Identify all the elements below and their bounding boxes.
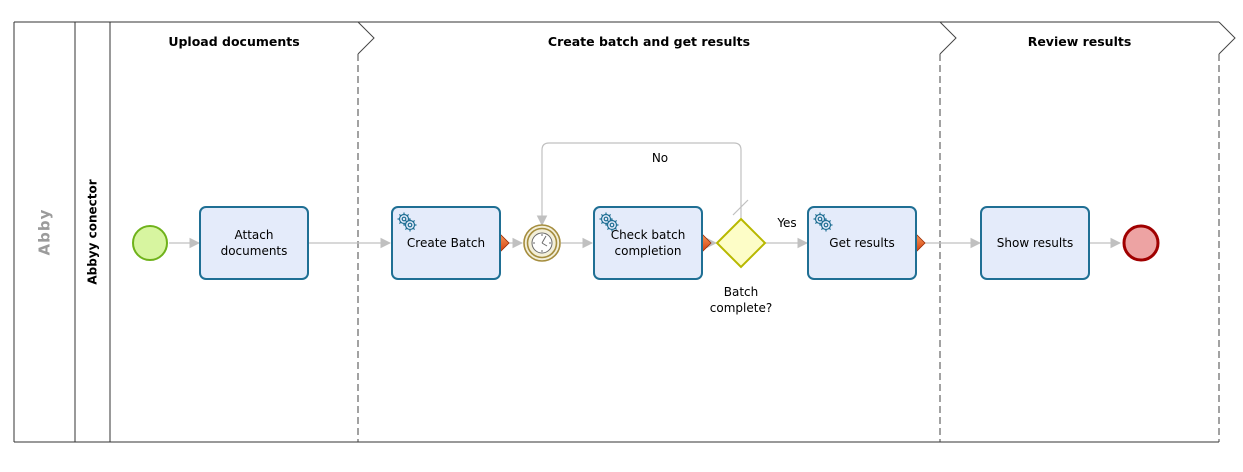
task-get-results[interactable]: Get results <box>807 206 917 280</box>
pool-label: Abby <box>14 22 74 442</box>
task-show-results[interactable]: Show results <box>980 206 1090 280</box>
phase-title-review: Review results <box>1027 34 1132 49</box>
lane-label: Abbyy conector <box>75 22 110 442</box>
task-label: Show results <box>996 236 1074 250</box>
end-event[interactable] <box>1122 224 1160 262</box>
timer-event[interactable] <box>523 224 561 262</box>
phase-separator-3 <box>1218 21 1236 442</box>
default-flow-slash <box>732 199 749 216</box>
phase-title-upload: Upload documents <box>168 34 300 49</box>
pool-frame <box>13 21 1219 443</box>
start-event[interactable] <box>132 225 168 261</box>
task-check-batch-completion[interactable]: Check batch completion <box>593 206 703 280</box>
service-gear-icon <box>397 212 417 232</box>
task-label: Check batch completion <box>610 228 686 258</box>
phase-separator-2 <box>939 21 957 442</box>
gateway-label: Batch complete? <box>709 285 773 315</box>
phase-title-create-batch: Create batch and get results <box>547 34 751 49</box>
task-label: Get results <box>829 236 895 250</box>
flow-label-no: No <box>651 151 669 165</box>
task-label: Attach documents <box>220 228 288 258</box>
lane-label-text: Abbyy conector <box>85 179 100 285</box>
flow-label-yes: Yes <box>777 216 797 230</box>
phase-separator-1 <box>357 21 375 442</box>
flow-gateway-no-loop <box>536 142 742 227</box>
task-label: Create Batch <box>406 236 486 250</box>
service-gear-icon <box>599 212 619 232</box>
gateway-batch-complete[interactable] <box>715 217 767 269</box>
task-attach-documents[interactable]: Attach documents <box>199 206 309 280</box>
pool-label-text: Abby <box>35 208 53 256</box>
service-gear-icon <box>813 212 833 232</box>
task-create-batch[interactable]: Create Batch <box>391 206 501 280</box>
